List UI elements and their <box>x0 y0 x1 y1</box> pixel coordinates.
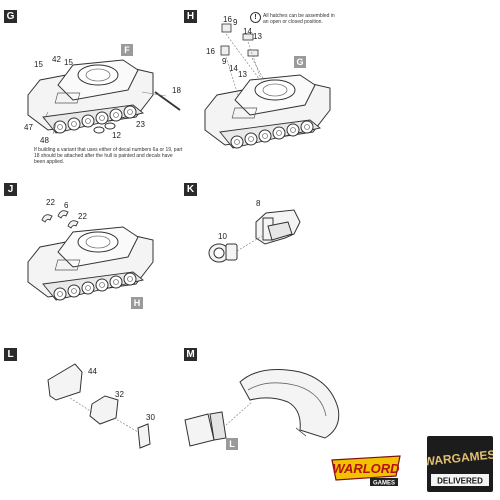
step-l-badge: L <box>4 348 17 361</box>
part-number: 42 <box>52 55 61 64</box>
step-h-subassembly-badge: G <box>294 56 306 68</box>
part-number: 13 <box>253 32 262 41</box>
part-number: 15 <box>64 58 73 67</box>
part-number: 16 <box>223 15 232 24</box>
part-number: 22 <box>78 212 87 221</box>
part-number: 22 <box>46 198 55 207</box>
warlord-games-logo: WARLORD GAMES <box>331 455 401 487</box>
wargames-delivered-logo: WARGAMES DELIVERED <box>423 436 496 492</box>
svg-text:WARLORD: WARLORD <box>332 461 400 476</box>
part-number: 48 <box>40 136 49 145</box>
step-g-tank <box>27 59 154 134</box>
step-h-badge: H <box>184 10 197 23</box>
part-number: 23 <box>136 120 145 129</box>
step-j-subassembly-badge: H <box>131 297 143 309</box>
step-j-tank <box>27 226 154 301</box>
svg-text:GAMES: GAMES <box>373 481 395 487</box>
step-g-note: If building a variant that uses either o… <box>34 147 183 165</box>
step-m-badge: M <box>184 348 197 361</box>
part-number: 14 <box>243 27 252 36</box>
step-h-note: All hatches can be assembled in an open … <box>263 13 335 25</box>
step-g-badge: G <box>4 10 17 23</box>
part-number: 15 <box>34 60 43 69</box>
attention-icon: ! <box>250 12 261 23</box>
part-number: 18 <box>172 86 181 95</box>
step-j-badge: J <box>4 183 17 196</box>
part-number: 13 <box>238 70 247 79</box>
part-number: 16 <box>206 47 215 56</box>
part-number: 44 <box>88 367 97 376</box>
part-number: 32 <box>115 390 124 399</box>
part-number: 9 <box>222 57 227 66</box>
part-number: 9 <box>233 18 238 27</box>
part-number: 30 <box>146 413 155 422</box>
step-g-subassembly-badge: F <box>121 44 133 56</box>
part-number: 12 <box>112 131 121 140</box>
svg-text:WARGAMES: WARGAMES <box>427 447 493 468</box>
part-number: 47 <box>24 123 33 132</box>
step-m-subassembly-badge: L <box>226 438 238 450</box>
part-number: 8 <box>256 199 261 208</box>
part-number: 6 <box>64 201 69 210</box>
part-number: 10 <box>218 232 227 241</box>
step-k-badge: K <box>184 183 197 196</box>
part-number: 14 <box>229 64 238 73</box>
svg-text:DELIVERED: DELIVERED <box>437 477 483 486</box>
step-h-tank <box>204 74 331 149</box>
